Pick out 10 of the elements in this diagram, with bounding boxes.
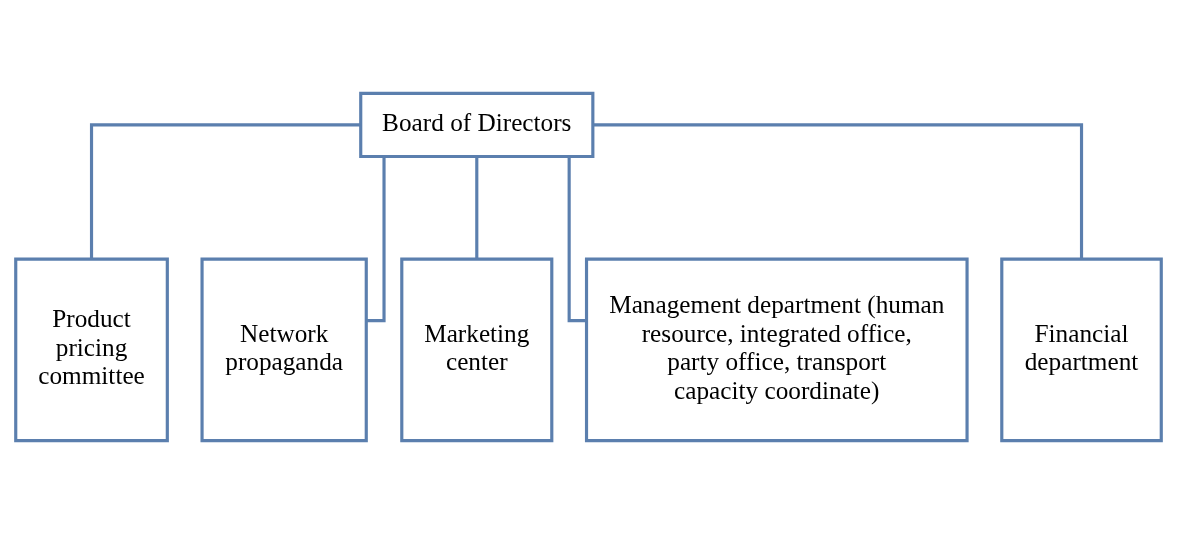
connector	[567, 156, 587, 322]
node-box: Product pricing committee	[14, 257, 169, 442]
node-box: Financial department	[1000, 257, 1163, 442]
connector	[475, 156, 479, 259]
node-box: Marketing center	[400, 257, 554, 442]
node-box: Network propaganda	[200, 257, 368, 442]
connector	[89, 122, 361, 259]
node-box: Management department (human resource, integrated office, party office, transport capacity coordinate)	[584, 257, 969, 442]
connector	[593, 122, 1084, 259]
node-box: Board of Directors	[359, 91, 595, 158]
